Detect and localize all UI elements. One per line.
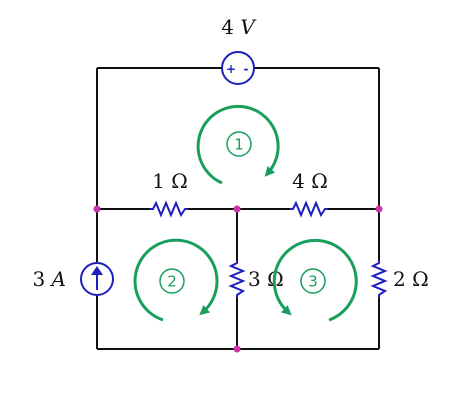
resistor-2ohm-label: 2 Ω [393, 267, 429, 291]
resistor-4ohm-label: 4 Ω [292, 169, 328, 193]
mesh-2-loop-arrow [133, 238, 219, 322]
current-source [80, 262, 114, 296]
voltage-source-unit: V [240, 15, 257, 39]
resistor-1ohm-label: 1 Ω [152, 169, 188, 193]
resistor-2ohm [370, 260, 388, 298]
resistor-3ohm-label: 3 Ω [248, 267, 284, 291]
nodes [93, 205, 383, 353]
mesh-1-loop-arrow [196, 104, 280, 185]
current-source-label: 3 A [32, 267, 66, 291]
current-source-value: 3 [32, 267, 45, 291]
mesh-3-badge [300, 268, 326, 294]
voltage-source-value: 4 [221, 15, 234, 39]
mesh-2: 2 [133, 238, 219, 322]
current-source-unit: A [50, 267, 66, 291]
resistor-4ohm [290, 200, 328, 218]
node-left [93, 205, 101, 213]
mesh-3-loop-arrow [272, 238, 358, 322]
voltage-source-label: 4 V [221, 15, 257, 39]
mesh-2-badge [159, 268, 185, 294]
mesh-1-label: 1 [234, 136, 244, 154]
voltage-source-plus: + [226, 62, 236, 76]
voltage-source-minus: - [244, 62, 249, 76]
mesh-3: 3 [272, 238, 358, 322]
node-right [375, 205, 383, 213]
wires [96, 67, 380, 350]
resistor-3ohm [228, 260, 246, 298]
voltage-source: + - [221, 51, 255, 85]
voltage-source-symbol [221, 51, 255, 85]
mesh-1: 1 [196, 104, 280, 185]
node-center [233, 205, 241, 213]
resistor-1ohm [150, 200, 188, 218]
mesh-3-label: 3 [308, 273, 318, 291]
mesh-1-badge [226, 131, 252, 157]
mesh-2-label: 2 [167, 273, 177, 291]
current-source-arrow-icon [91, 266, 103, 275]
node-bottom [233, 345, 241, 353]
